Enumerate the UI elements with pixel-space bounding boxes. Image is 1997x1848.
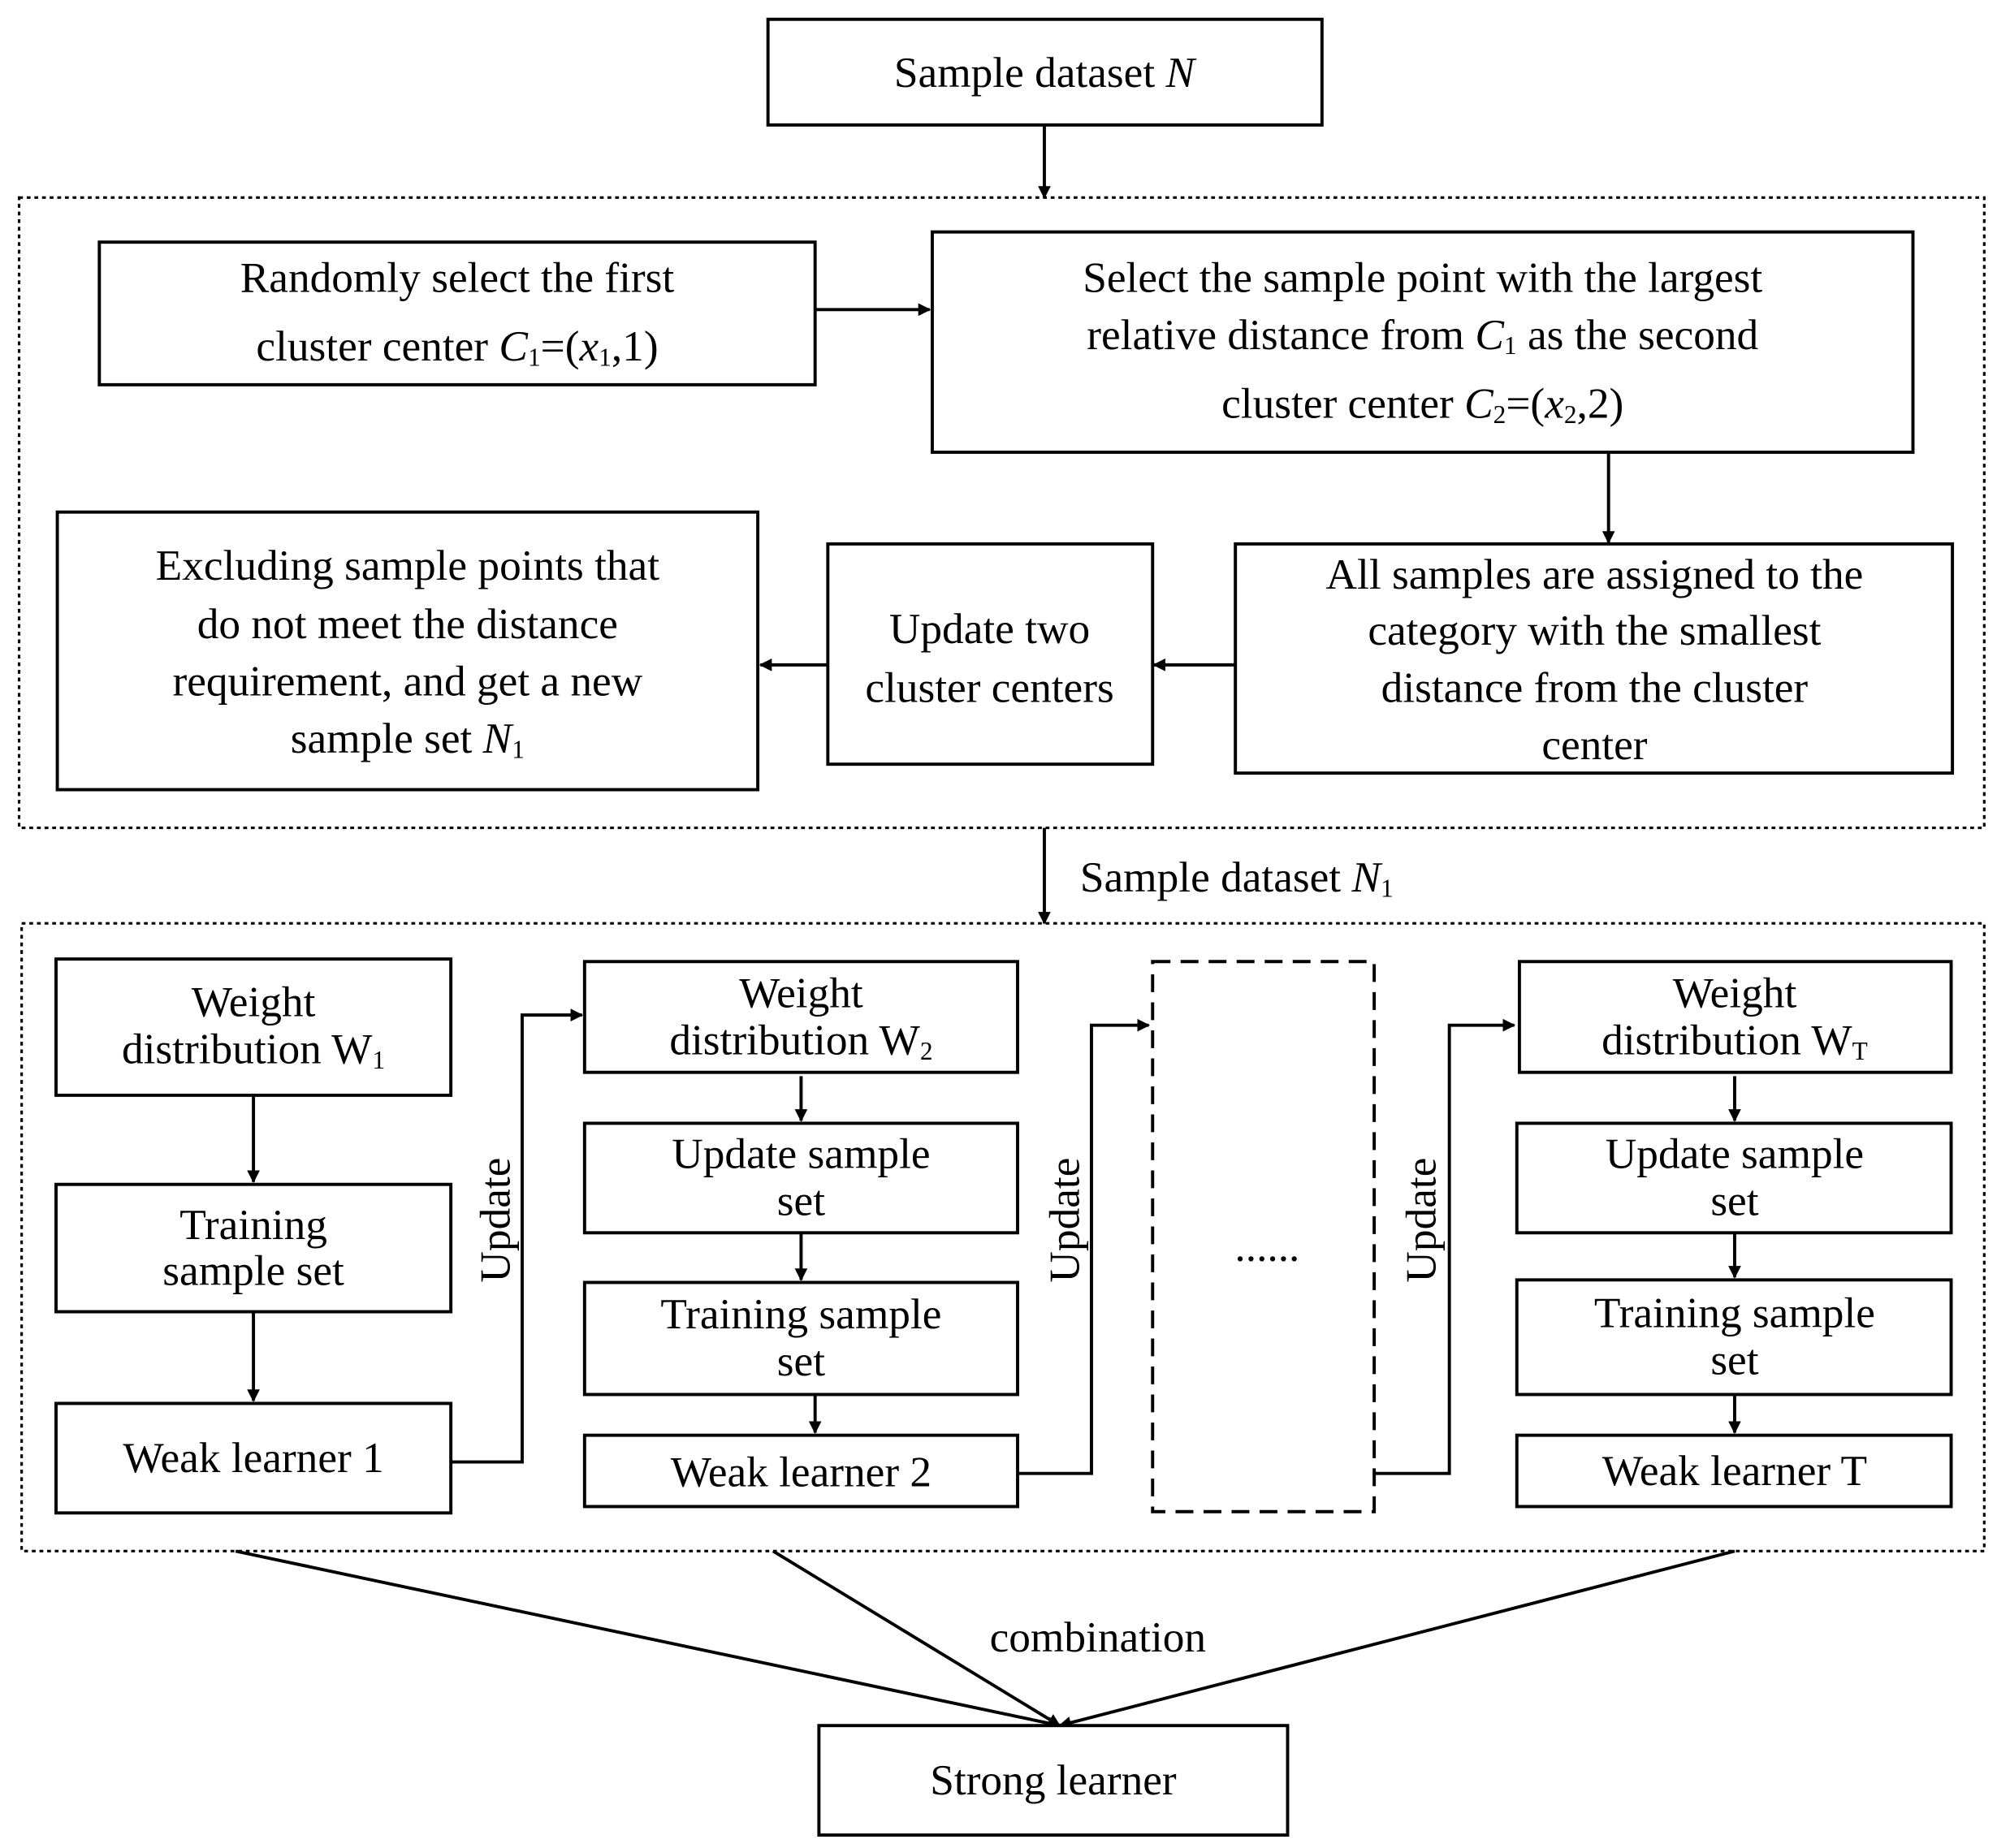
node-line: Update two [889,604,1090,653]
svg-text:set: set [1710,1335,1758,1384]
random-select-node: Randomly select the first cluster center… [97,240,817,386]
weight-wt-node: Weight distribution WT [1517,960,1953,1074]
node-line: relative distance from C1 as the second [1087,310,1758,360]
combination-label: combination [990,1613,1207,1661]
update-sample-set-t-node: Update sample set [1515,1121,1953,1235]
svg-text:Update sample: Update sample [672,1129,930,1177]
exclude-samples-node: Excluding sample points that do not meet… [55,510,760,792]
strong-learner-node: Strong learner [817,1724,1290,1837]
node-line: distance from the cluster [1381,663,1809,711]
node-line: cluster centers [865,663,1113,711]
ellipsis: ...... [1234,1222,1299,1271]
update-connector-3 [1374,1018,1516,1475]
update-label: Update [1040,1158,1088,1283]
node-line: requirement, and get a new [172,657,642,706]
training-set-1-node: Training sample set [54,1182,453,1314]
svg-text:Weak learner 1: Weak learner 1 [123,1433,383,1482]
svg-text:set: set [1710,1176,1758,1224]
svg-text:distribution W2: distribution W2 [669,1016,932,1065]
node-line: All samples are assigned to the [1326,550,1864,598]
update-sample-set-2-node: Update sample set [582,1121,1019,1235]
weak-learner-2-node: Weak learner 2 [582,1433,1019,1509]
node-line: cluster center C1=(x1,1) [256,322,658,371]
node-line: center [1541,720,1647,769]
svg-text:distribution WT: distribution WT [1601,1016,1868,1065]
assign-samples-node: All samples are assigned to the category… [1234,542,1955,775]
node-line: Randomly select the first [240,253,675,301]
update-label: Update [470,1158,519,1283]
node-line: Excluding sample points that [156,541,660,589]
svg-text:Weight: Weight [739,969,863,1017]
svg-text:Training: Training [179,1200,327,1249]
training-set-t-node: Training sample set [1515,1278,1953,1397]
sample-dataset-n1-label: Sample dataset N1 [1080,853,1394,902]
select-second-center-node: Select the sample point with the largest… [930,230,1915,454]
update-connector-1 [451,1008,584,1464]
weight-w2-node: Weight distribution W2 [582,960,1019,1074]
svg-text:Update sample: Update sample [1606,1129,1864,1177]
node-line: Select the sample point with the largest [1083,253,1762,301]
svg-text:Strong learner: Strong learner [930,1755,1177,1804]
svg-text:Weight: Weight [192,978,316,1026]
svg-text:sample set: sample set [162,1246,344,1295]
svg-text:set: set [777,1176,825,1224]
svg-text:Weak learner 2: Weak learner 2 [671,1447,932,1496]
training-set-2-node: Training sample set [582,1280,1019,1397]
svg-text:set: set [777,1336,825,1385]
node-line: cluster center C2=(x2,2) [1221,379,1623,429]
node-line: sample set N1 [291,714,525,763]
update-label: Update [1396,1158,1445,1283]
node-label: Sample dataset [894,48,1166,97]
svg-text:Weight: Weight [1673,969,1797,1017]
update-centers-node: Update two cluster centers [826,542,1155,766]
update-connector-2 [1018,1018,1151,1475]
node-variable: N [1165,48,1197,97]
node-line: do not meet the distance [197,599,618,648]
weak-learner-t-node: Weak learner T [1515,1433,1953,1509]
svg-text:distribution W1: distribution W1 [122,1025,385,1074]
node-line: category with the smallest [1368,606,1821,654]
svg-text:Weak learner T: Weak learner T [1602,1446,1867,1495]
sample-dataset-n-node: Sample dataset N [766,17,1324,127]
weight-w1-node: Weight distribution W1 [54,957,453,1097]
combination-arrow-1 [235,1549,1061,1729]
cluster-stage-frame [17,196,1986,830]
svg-text:Training sample: Training sample [1594,1288,1875,1336]
weak-learner-1-node: Weak learner 1 [54,1401,453,1515]
intermediate-learners-placeholder [1151,960,1377,1513]
boosting-stage-frame [20,922,1986,1552]
combination-arrow-2 [772,1549,1061,1727]
svg-text:Sample dataset N: Sample dataset N [894,48,1198,97]
svg-text:Training sample: Training sample [660,1289,941,1338]
combination-arrow-3 [1058,1549,1735,1729]
